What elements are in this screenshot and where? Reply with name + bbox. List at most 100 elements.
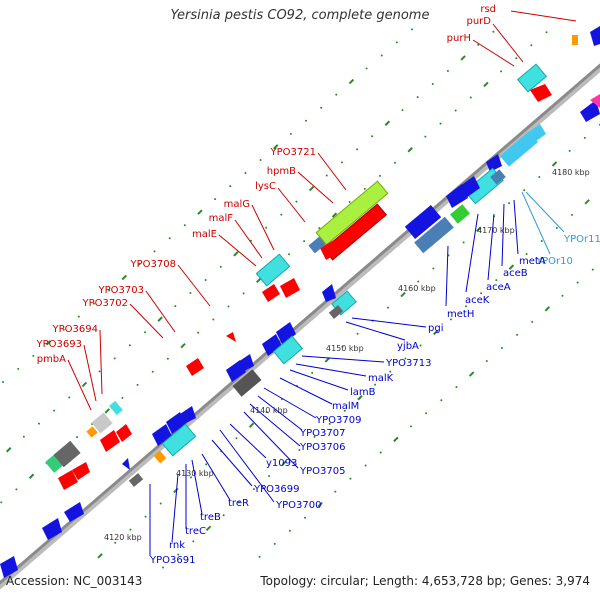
leader-line — [317, 152, 347, 191]
guide-dot — [363, 187, 366, 190]
guide-dot — [259, 158, 262, 161]
guide-dot — [159, 502, 162, 505]
gene-YPO3721 — [315, 180, 389, 246]
tick-label: 4120 kbp — [104, 533, 142, 542]
guide-dot — [295, 200, 298, 203]
guide-dot — [483, 81, 489, 88]
guide-dot — [464, 305, 467, 308]
guide-dot — [192, 540, 195, 543]
leader-line — [171, 473, 179, 543]
guide-dot — [268, 475, 271, 478]
gene-label-aceA: aceA — [486, 282, 511, 293]
gene-label-pmbA: pmbA — [37, 354, 66, 365]
guide-dot — [174, 305, 177, 308]
guide-dot — [273, 542, 276, 545]
gene-label-YPO3693: YPO3693 — [36, 339, 82, 350]
guide-dot — [265, 226, 268, 229]
guide-dot — [180, 342, 186, 349]
tick-label: 4140 kbp — [250, 406, 288, 415]
guide-dot — [515, 57, 518, 60]
guide-dot — [114, 541, 117, 544]
gene-label-treC: treC — [185, 526, 206, 537]
guide-dot — [144, 515, 147, 518]
guide-dot — [416, 96, 419, 99]
guide-dot — [317, 501, 323, 508]
guide-dot — [311, 371, 314, 374]
gene-lamB — [272, 335, 304, 365]
guide-dot — [244, 172, 247, 175]
outer-strand-genes — [45, 26, 600, 490]
gene-label-treB: treB — [200, 512, 221, 523]
gene-gray-a — [53, 440, 81, 468]
gene-label-YPO3691: YPO3691 — [149, 555, 195, 566]
guide-dot — [449, 318, 452, 321]
gene-label-YPO3708: YPO3708 — [130, 259, 176, 270]
gene-pgi — [322, 284, 336, 302]
guide-dot — [15, 488, 18, 491]
gene-label-YPOr10: YPOr10 — [535, 256, 573, 267]
gene-label-YPO3709: YPO3709 — [315, 415, 361, 426]
guide-dot — [583, 136, 586, 139]
leader-line — [218, 234, 257, 267]
guide-dot — [121, 274, 127, 281]
leader-line — [513, 199, 519, 255]
guide-dot — [153, 250, 156, 253]
guide-dot — [45, 340, 52, 346]
guide-dot — [551, 161, 558, 167]
gene-treC — [42, 518, 62, 540]
guide-dot — [248, 422, 255, 428]
guide-dot — [432, 267, 435, 270]
gene-YPO3713 — [262, 334, 282, 356]
gene-label-metA: metA — [519, 256, 546, 267]
gene-label-YPO3699: YPO3699 — [253, 484, 299, 495]
gene-aceK — [460, 176, 480, 198]
gene-label-YPO3700: YPO3700 — [275, 500, 321, 511]
guide-dot — [308, 185, 315, 192]
guide-dot — [17, 367, 20, 370]
leader-line — [472, 39, 515, 67]
gene-treB — [128, 473, 144, 487]
guide-dot — [417, 280, 420, 283]
guide-dot — [544, 306, 551, 312]
guide-dot — [214, 198, 217, 201]
guide-dot — [356, 148, 359, 151]
guide-dot — [205, 463, 208, 466]
leader-line — [83, 344, 97, 402]
guide-dots — [0, 28, 600, 569]
guide-dot — [404, 357, 407, 360]
gene-label-YPO3694: YPO3694 — [52, 324, 98, 335]
guide-dot — [235, 437, 238, 440]
guide-dot — [136, 383, 139, 386]
guide-dot — [53, 409, 56, 412]
gene-red-c — [58, 470, 78, 490]
guide-dot — [212, 318, 215, 321]
gene-steel-b — [490, 169, 506, 185]
gene-label-malM: malM — [332, 401, 359, 412]
gene-treR — [122, 458, 130, 470]
gene-label-treR: treR — [228, 498, 249, 509]
gene-purD — [530, 84, 552, 102]
gene-malG — [255, 253, 291, 287]
leader-line — [201, 453, 231, 501]
guide-dot — [98, 370, 101, 373]
guide-dot — [32, 354, 35, 357]
leader-line — [295, 363, 367, 377]
leader-line — [243, 411, 299, 469]
leader-line — [211, 439, 253, 487]
guide-dot — [288, 529, 291, 532]
guide-dot — [168, 237, 171, 240]
gene-YPO3691 — [0, 556, 18, 578]
guide-dot — [500, 346, 503, 349]
guide-dot — [357, 395, 363, 401]
guide-dot — [318, 227, 321, 230]
leader-line — [492, 23, 524, 63]
leader-line — [219, 429, 275, 503]
guide-dot — [75, 436, 78, 439]
guide-dot — [328, 422, 331, 425]
guide-dot — [411, 28, 414, 31]
gene-red-b — [116, 424, 132, 442]
leader-line — [465, 213, 479, 293]
guide-dot — [108, 289, 111, 292]
gene-label-lysC: lysC — [255, 181, 276, 192]
guide-dot — [455, 386, 458, 389]
